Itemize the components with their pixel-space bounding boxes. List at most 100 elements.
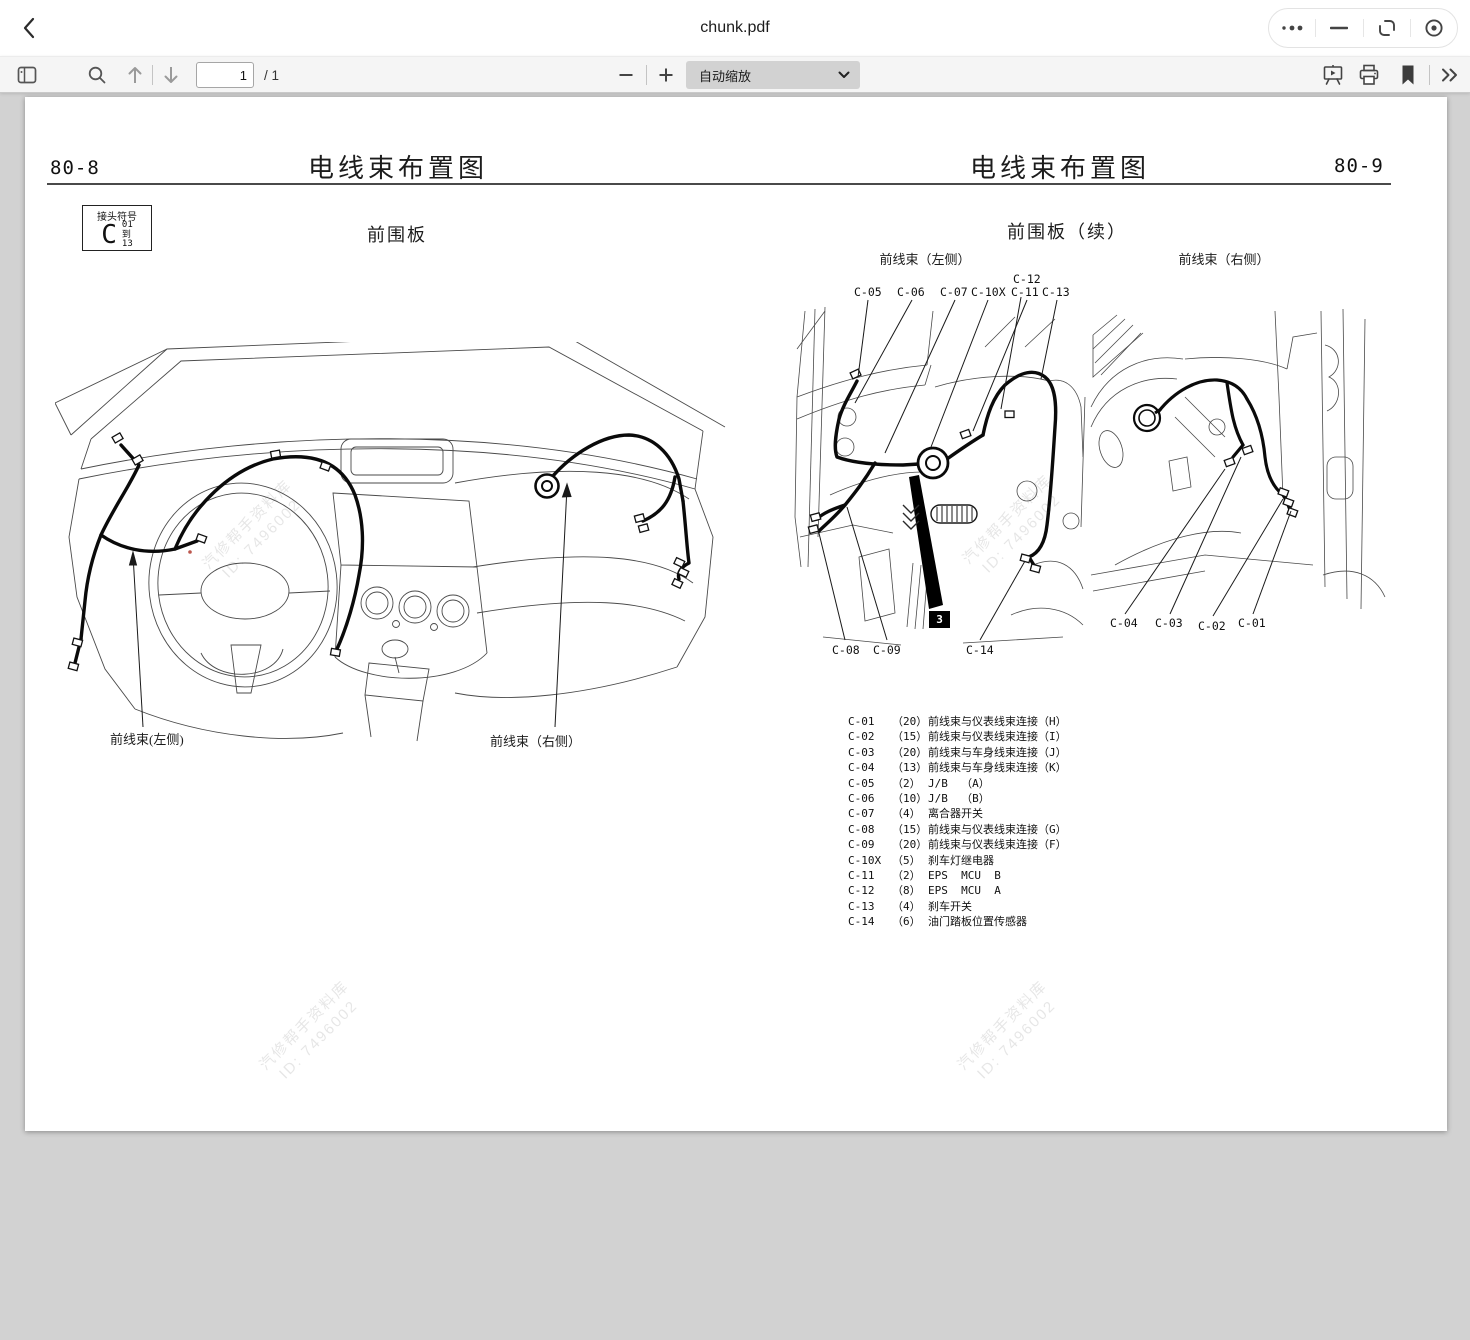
legend-pins: （4）	[892, 807, 921, 821]
legend-code: C-11	[848, 869, 875, 883]
legend-code: C-03	[848, 745, 875, 759]
pdf-content-area[interactable]: 80-8 电线束布置图 电线束布置图 80-9 接头符号 C 01 到 13 前…	[0, 93, 1470, 1340]
bookmark-icon	[1402, 65, 1414, 85]
pdf-page: 80-8 电线束布置图 电线束布置图 80-9 接头符号 C 01 到 13 前…	[25, 97, 1447, 1131]
plus-icon	[659, 68, 673, 82]
search-button[interactable]	[82, 57, 112, 93]
more-options-button[interactable]	[1269, 9, 1315, 47]
next-page-button[interactable]	[158, 57, 184, 93]
legend-desc: 前线束与仪表线束连接（I）	[928, 730, 1067, 744]
harness-label-right: 前线束（右侧）	[490, 734, 582, 749]
legend-pins: （15）	[892, 822, 928, 836]
legend-row: C-05（2）J/B （A）	[848, 776, 1108, 791]
presentation-mode-button[interactable]	[1318, 57, 1348, 93]
page-number-input[interactable]	[196, 62, 254, 88]
range-from: 01	[121, 220, 133, 230]
legend-desc: 油门踏板位置传感器	[928, 915, 1027, 929]
page-title-right: 电线束布置图	[969, 154, 1151, 183]
print-button[interactable]	[1354, 57, 1384, 93]
legend-pins: （5）	[892, 853, 921, 867]
chevron-down-icon	[838, 71, 850, 78]
connector-label-c11: C-11	[1011, 285, 1039, 299]
connector-symbol-box: 接头符号 C 01 到 13	[82, 205, 152, 251]
back-button[interactable]	[14, 13, 44, 43]
search-icon	[88, 66, 106, 84]
zoom-out-button[interactable]	[612, 57, 640, 93]
connector-letter: C	[101, 220, 117, 251]
connector-label-c07: C-07	[940, 285, 968, 299]
connector-label-c13: C-13	[1042, 285, 1070, 299]
legend-pins: （10）	[892, 792, 928, 806]
legend-pins: （20）	[892, 745, 928, 759]
divider	[1315, 19, 1317, 37]
zoom-mode-select[interactable]: 自动缩放	[686, 61, 860, 89]
connector-label-c05: C-05	[854, 285, 882, 299]
legend-code: C-13	[848, 899, 875, 913]
legend-row: C-07 （4） 离合器开关	[848, 806, 1108, 821]
firewall-right-harness-diagram	[1090, 308, 1386, 617]
legend-pins: （13）	[892, 761, 928, 775]
connector-label-c01: C-01	[1238, 616, 1266, 630]
legend-code: C-07	[848, 807, 875, 821]
legend-desc: 离合器开关	[928, 807, 983, 821]
connector-range: 01 到 13	[121, 220, 133, 250]
sidebar-icon	[17, 66, 37, 84]
callout-3-badge: 3	[929, 611, 950, 628]
float-window-button[interactable]	[1411, 9, 1457, 47]
subtitle-left: 前围板	[367, 225, 427, 245]
header-rule	[47, 183, 1391, 185]
window-controls	[1268, 8, 1458, 48]
legend-code: C-05	[848, 776, 875, 790]
divider	[1362, 19, 1364, 37]
legend-row: C-12（8）EPS MCU A	[848, 883, 1108, 898]
connector-label-c02: C-02	[1198, 619, 1226, 633]
legend-row: C-06（10）J/B （B）	[848, 791, 1108, 806]
bookmark-button[interactable]	[1394, 57, 1422, 93]
legend-code: C-02	[848, 730, 875, 744]
restore-button[interactable]	[1364, 9, 1410, 47]
circle-dot-icon	[1425, 19, 1443, 37]
legend-row: C-09（20）前线束与仪表线束连接（F）	[848, 837, 1108, 852]
legend-code: C-04	[848, 761, 875, 775]
restore-icon	[1378, 20, 1395, 36]
legend-pins: （15）	[892, 730, 928, 744]
legend-desc: 前线束与车身线束连接（K）	[928, 761, 1067, 775]
legend-code: C-14	[848, 915, 875, 929]
legend-desc: 刹车灯继电器	[928, 853, 994, 867]
minimize-icon	[1330, 26, 1349, 30]
range-word: 到	[121, 229, 131, 240]
firewall-left-harness-diagram	[794, 297, 1086, 646]
chevron-left-icon	[23, 17, 35, 39]
sidebar-toggle-button[interactable]	[10, 57, 44, 93]
legend-row: C-10X（5）刹车灯继电器	[848, 853, 1108, 868]
zoom-in-button[interactable]	[652, 57, 680, 93]
connector-label-c03: C-03	[1155, 616, 1183, 630]
more-tools-button[interactable]	[1436, 57, 1464, 93]
legend-row: C-13（4）刹车开关	[848, 899, 1108, 914]
legend-row: C-01（20）前线束与仪表线束连接（H）	[848, 714, 1108, 729]
presentation-icon	[1323, 65, 1343, 85]
legend-desc: J/B （A）	[928, 776, 990, 790]
legend-code: C-01	[848, 715, 875, 728]
legend-desc: J/B （B）	[928, 792, 990, 806]
page-number-left: 80-8	[50, 157, 100, 179]
legend-row: C-11（2）EPS MCU B	[848, 868, 1108, 883]
titlebar: chunk.pdf	[0, 0, 1470, 56]
arrow-down-icon	[164, 67, 178, 83]
previous-page-button[interactable]	[122, 57, 148, 93]
watermark-line1: 汽修帮手资料库	[954, 977, 1051, 1074]
watermark-line2: ID: 7496002	[276, 997, 362, 1083]
pdf-toolbar: / 1 自动缩放	[0, 56, 1470, 93]
legend-pins: （2）	[892, 869, 921, 883]
watermark: 汽修帮手资料库 ID: 7496002	[220, 941, 404, 1125]
page-title-left: 电线束布置图	[307, 154, 489, 183]
minus-icon	[619, 74, 633, 76]
harness-label-left: 前线束(左侧)	[110, 732, 184, 747]
connector-label-c09: C-09	[873, 643, 901, 657]
arrow-up-icon	[128, 67, 142, 83]
watermark-line2: ID: 7496002	[974, 997, 1060, 1083]
watermark-line1: 汽修帮手资料库	[256, 977, 353, 1074]
connector-label-c14: C-14	[966, 643, 994, 657]
minimize-button[interactable]	[1316, 9, 1362, 47]
